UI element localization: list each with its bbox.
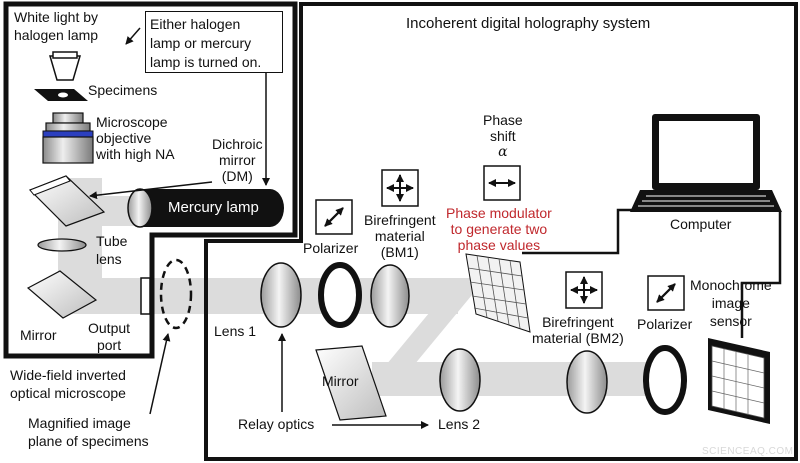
sensor-label-line-1: Monochrome (690, 277, 772, 293)
bm2-label-line-2: material (BM2) (532, 330, 624, 346)
output-port-label-line-1: Output (88, 320, 131, 336)
computer-icon (630, 114, 782, 212)
bm1-axis-icon (381, 169, 419, 207)
tube-lens-label-line-2: lens (96, 251, 122, 267)
bm1-label-line-3: (BM1) (380, 244, 419, 260)
dichroic-label-line-3: (DM) (221, 168, 253, 184)
bm2-icon (566, 350, 608, 414)
phase-modulator-label-line-1: Phase modulator (446, 205, 552, 221)
dichroic-label: Dichroic mirror (DM) (212, 136, 263, 184)
tube-lens-icon (37, 238, 87, 252)
light-label-line-2: halogen lamp (14, 27, 99, 43)
microscope-caption-line-1: Wide-field inverted (10, 367, 126, 383)
sensor-cable (740, 212, 782, 338)
phase-modulator-label-line-3: phase values (457, 237, 541, 253)
condenser-icon (49, 51, 81, 81)
mirror-icon (26, 270, 98, 319)
light-label: White light by halogen lamp (14, 8, 98, 44)
objective-label-line-3: with high NA (96, 146, 175, 162)
microscope-frame (3, 1, 298, 359)
magnified-plane-label-line-1: Magnified image (28, 415, 131, 431)
output-port-label-line-2: port (96, 337, 122, 353)
lamp-note-line-1: Either halogen (150, 16, 241, 32)
phase-shift-label-line-3: α (498, 144, 508, 160)
objective-label: Microscope objective with high NA (96, 114, 175, 162)
objective-label-line-1: Microscope (96, 114, 168, 130)
mirror2-label: Mirror (322, 373, 359, 389)
bm1-label-line-1: Birefringent (364, 212, 436, 228)
sensor-label-line-3: sensor (709, 313, 752, 329)
bm2-label: Birefringent material (BM2) (532, 314, 624, 346)
objective-icon (42, 112, 94, 164)
polarizer2-label: Polarizer (637, 316, 693, 332)
image-sensor-icon (708, 338, 770, 424)
bm1-label: Birefringent material (BM1) (364, 212, 436, 260)
watermark: SCIENCEAQ.COM (702, 446, 794, 457)
phase-modulator-icon (465, 253, 531, 333)
dichroic-mirror-icon (28, 175, 106, 227)
light-label-line-1: White light by (14, 9, 99, 25)
objective-label-line-2: objective (96, 130, 152, 146)
phase-modulator-label-line-2: to generate two (450, 221, 548, 237)
mercury-lamp-label: Mercury lamp (168, 199, 259, 216)
microscope-caption: Wide-field inverted optical microscope (10, 366, 126, 402)
phase-shift-label-line-1: Phase (483, 112, 523, 128)
output-port-icon (140, 277, 151, 315)
mercury-lamp-icon (127, 188, 284, 228)
phase-modulator-label: Phase modulator to generate two phase va… (446, 205, 552, 253)
sensor-label-line-2: image (711, 295, 750, 311)
relay-optics-label: Relay optics (238, 416, 315, 432)
polarizer1-axis-icon (315, 199, 353, 235)
annotation-arrows (89, 27, 429, 429)
phase-shift-axis-icon (483, 165, 521, 201)
specimen-slide-icon (34, 89, 88, 101)
polarizer2-icon (643, 345, 687, 415)
relay-mirror-icon (315, 345, 387, 421)
magnified-plane-label: Magnified image plane of specimens (28, 414, 149, 450)
lamp-note-line-3: lamp is turned on. (150, 54, 262, 70)
specimens-label: Specimens (88, 82, 158, 98)
phase-shift-label-line-2: shift (490, 128, 516, 144)
lens1-label: Lens 1 (214, 323, 257, 339)
bm2-label-line-1: Birefringent (542, 314, 614, 330)
lamp-note-line-2: lamp or mercury (150, 35, 252, 51)
tube-lens-label-line-1: Tube (96, 233, 128, 249)
polarizer1-label: Polarizer (303, 240, 359, 256)
bm2-axis-icon (565, 271, 603, 309)
dichroic-label-line-2: mirror (219, 152, 256, 168)
lens2-icon (439, 348, 481, 412)
lens2-label: Lens 2 (438, 416, 481, 432)
image-plane-icon (159, 258, 193, 330)
holography-frame (204, 2, 798, 461)
polarizer1-icon (318, 262, 362, 328)
modulator-cable (522, 208, 632, 255)
bm1-label-line-2: material (374, 228, 425, 244)
mirror-label: Mirror (20, 327, 57, 343)
system-title: Incoherent digital holography system (406, 15, 651, 32)
computer-label: Computer (670, 216, 732, 232)
phase-shift-label: Phase shift α (483, 112, 523, 160)
tube-lens-label: Tube lens (96, 232, 127, 268)
microscope-caption-line-2: optical microscope (10, 385, 126, 401)
sensor-label: Monochrome image sensor (690, 276, 772, 330)
polarizer2-axis-icon (647, 275, 685, 311)
lens1-icon (260, 262, 302, 328)
bm1-icon (370, 264, 410, 328)
dichroic-label-line-1: Dichroic (212, 136, 263, 152)
lamp-note-box: Either halogen lamp or mercury lamp is t… (145, 11, 283, 73)
magnified-plane-label-line-2: plane of specimens (28, 433, 149, 449)
output-port-label: Output port (88, 320, 130, 354)
